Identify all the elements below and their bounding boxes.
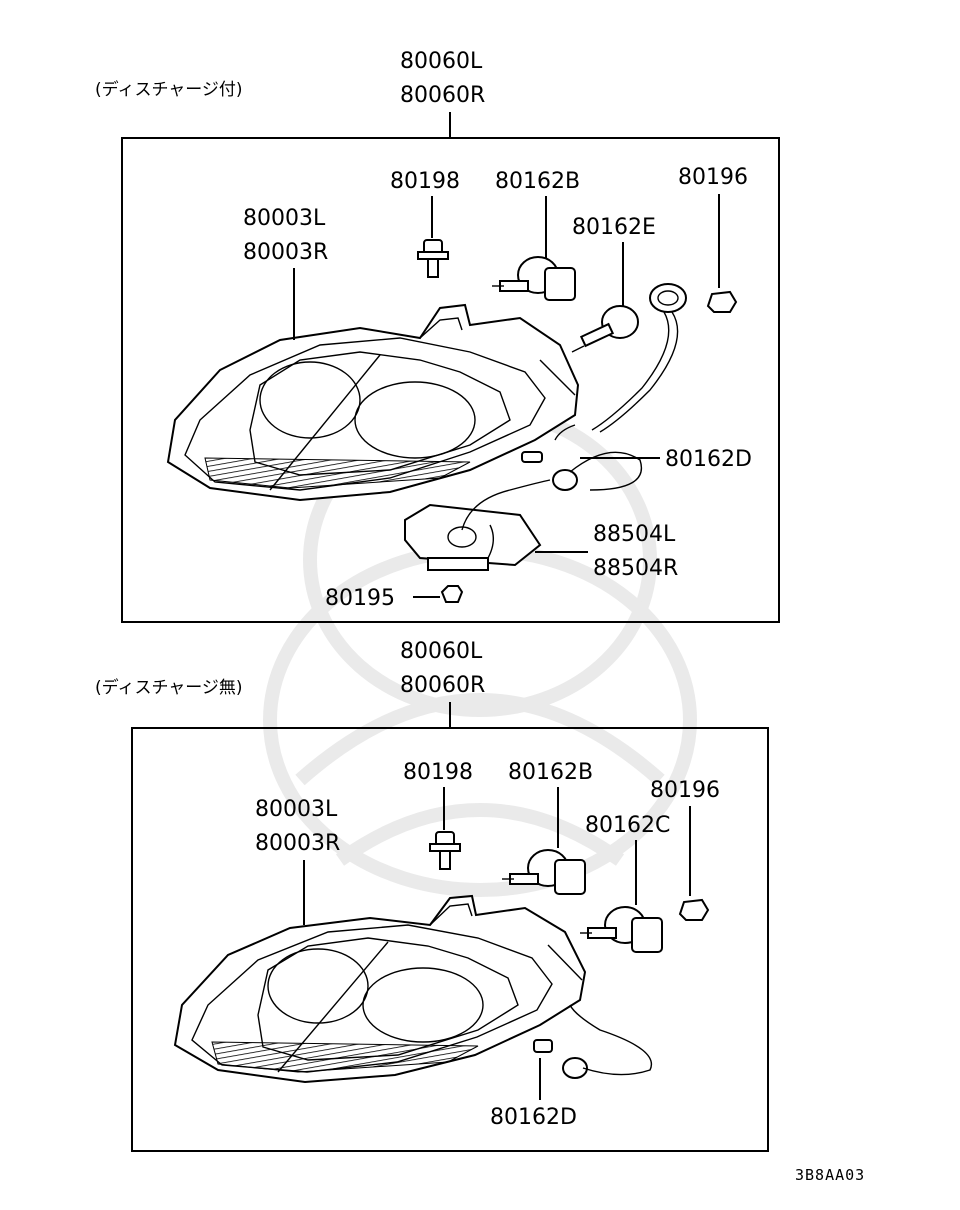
- bottom-housing-label-right: 80003R: [255, 831, 340, 856]
- bottom-screw-icon: [429, 831, 461, 870]
- top-assembly-part-right: 80060R: [400, 83, 485, 108]
- bottom-assembly-part-right: 80060R: [400, 673, 485, 698]
- top-bulb-e-label: 80162E: [572, 215, 656, 240]
- bottom-bulb-b-icon: [502, 849, 586, 895]
- top-screw-label: 80198: [390, 169, 460, 194]
- top-housing-label-left: 80003L: [243, 206, 326, 231]
- bottom-bulb-c-icon: [580, 906, 663, 953]
- top-ballast-icon: [404, 479, 551, 571]
- bottom-variant-note: (ディスチャージ無): [95, 677, 243, 698]
- top-headlamp-housing: [166, 303, 580, 502]
- bottom-clip-label: 80196: [650, 778, 720, 803]
- top-section: (ディスチャージ付) 80060L 80060R 80003L 80003R 8…: [95, 49, 780, 623]
- top-bulb-d-icon: [521, 424, 643, 491]
- bottom-screw-label: 80198: [403, 760, 473, 785]
- bottom-bulb-c-label: 80162C: [585, 813, 670, 838]
- top-variant-note: (ディスチャージ付): [95, 79, 243, 100]
- top-assembly-part-left: 80060L: [400, 49, 483, 74]
- top-nut-label: 80195: [325, 586, 395, 611]
- top-bulb-d-label: 80162D: [665, 447, 752, 472]
- top-ballast-label-left: 88504L: [593, 522, 676, 547]
- top-bulb-b-icon: [492, 256, 576, 301]
- top-frame: [121, 137, 780, 623]
- top-housing-label-right: 80003R: [243, 240, 328, 265]
- top-clip-label: 80196: [678, 165, 748, 190]
- bottom-frame: [131, 727, 769, 1152]
- bottom-clip-icon: [678, 898, 710, 921]
- top-socket-wire: [591, 283, 687, 433]
- top-clip-icon: [706, 290, 738, 313]
- bottom-bulb-d-label: 80162D: [490, 1105, 577, 1130]
- bottom-headlamp-housing: [173, 894, 587, 1084]
- bottom-bulb-d-icon: [533, 1004, 653, 1079]
- top-bulb-b-label: 80162B: [495, 169, 580, 194]
- diagram-code: 3B8AA03: [795, 1166, 865, 1184]
- top-nut-icon: [440, 585, 464, 603]
- bottom-assembly-part-left: 80060L: [400, 639, 483, 664]
- top-screw-icon: [417, 239, 449, 278]
- top-ballast-label-right: 88504R: [593, 556, 678, 581]
- bottom-housing-label-left: 80003L: [255, 797, 338, 822]
- bottom-section: (ディスチャージ無) 80060L 80060R 80003L 80003R 8…: [95, 639, 769, 1152]
- top-bulb-e-icon: [571, 305, 639, 353]
- bottom-bulb-b-label: 80162B: [508, 760, 593, 785]
